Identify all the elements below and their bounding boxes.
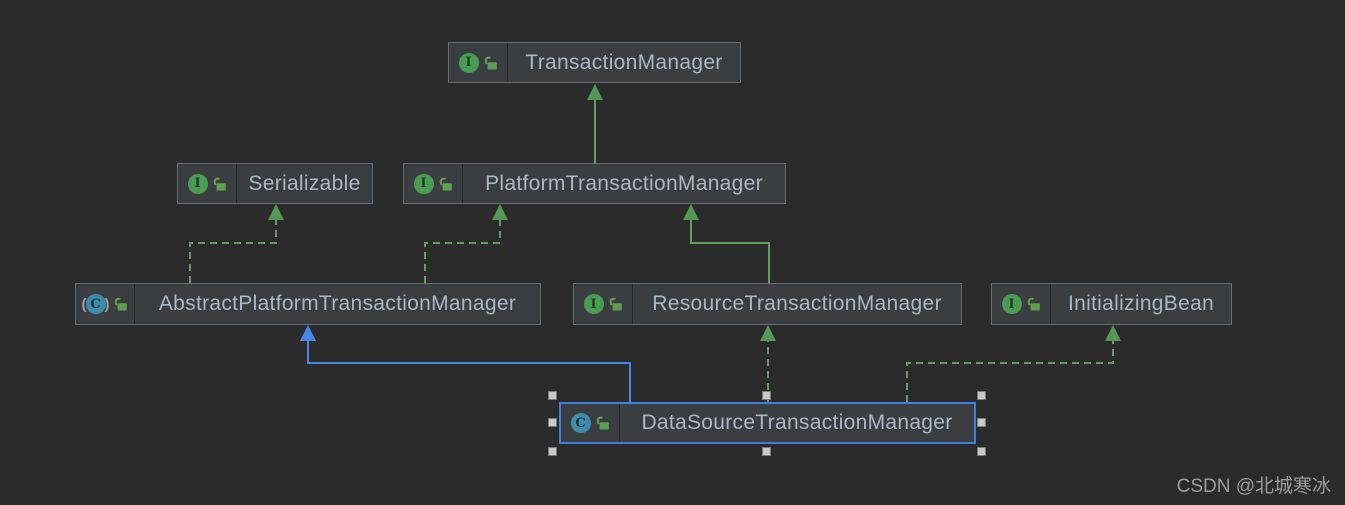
node-label: InitializingBean <box>1067 292 1215 315</box>
node-label: AbstractPlatformTransactionManager <box>158 292 517 315</box>
node-transaction-manager[interactable]: I TransactionManager <box>448 42 741 83</box>
edge-datasource-extends-abstract[interactable] <box>300 325 631 402</box>
interface-icon-letter: I <box>194 176 201 191</box>
node-label: Serializable <box>248 171 361 195</box>
interface-icon-letter: I <box>1008 296 1015 312</box>
unlocked-lock-icon <box>609 297 622 311</box>
abstract-paren-open: ( <box>81 295 87 313</box>
edge-datasource-implements-initializingbean[interactable] <box>906 325 1121 402</box>
icon-cell: (C) <box>76 284 135 324</box>
arrowhead-icon <box>1105 325 1121 341</box>
interface-icon: I <box>413 173 434 194</box>
edge-datasource-implements-resource[interactable] <box>760 325 776 402</box>
resize-handle-bottom-middle[interactable] <box>762 447 771 456</box>
abstract-paren-close: ) <box>104 295 110 313</box>
arrowhead-icon <box>268 204 284 220</box>
interface-icon: I <box>1001 294 1022 314</box>
arrowhead-icon <box>683 204 699 220</box>
edge-abstract-implements-platform[interactable] <box>424 204 508 283</box>
abstract-class-icon: (C) <box>81 294 110 314</box>
node-label: ResourceTransactionManager <box>652 292 942 315</box>
edge-abstract-implements-serializable[interactable] <box>189 204 284 283</box>
node-label: TransactionManager <box>525 50 723 74</box>
arrowhead-icon <box>760 325 776 341</box>
resize-handle-middle-left[interactable] <box>548 418 557 427</box>
name-cell: AbstractPlatformTransactionManager <box>135 284 540 324</box>
unlocked-lock-icon <box>596 416 609 430</box>
interface-icon-letter: I <box>590 296 597 312</box>
class-icon-letter: C <box>575 415 586 431</box>
edge-platform-extends-transactionmanager[interactable] <box>587 84 603 163</box>
interface-icon: I <box>583 294 604 314</box>
resize-handle-top-middle[interactable] <box>762 391 771 400</box>
icon-cell: I <box>178 164 237 203</box>
name-cell: PlatformTransactionManager <box>463 164 785 203</box>
node-initializing-bean[interactable]: I InitializingBean <box>991 283 1232 325</box>
icon-cell: I <box>404 164 463 203</box>
icon-cell: C <box>561 404 620 442</box>
node-serializable[interactable]: I Serializable <box>177 163 373 204</box>
class-icon: C <box>570 413 591 433</box>
icon-cell: I <box>449 43 508 82</box>
unlocked-lock-icon <box>1027 297 1040 311</box>
unlocked-lock-icon <box>114 297 127 311</box>
class-icon: C <box>85 294 106 314</box>
node-label: DataSourceTransactionManager <box>641 411 953 434</box>
icon-cell: I <box>574 284 633 324</box>
unlocked-lock-icon <box>439 177 452 190</box>
node-data-source-transaction-manager[interactable]: C DataSourceTransactionManager <box>559 402 976 444</box>
csdn-watermark: CSDN @北城寒冰 <box>1176 476 1331 497</box>
resize-handle-middle-right[interactable] <box>977 418 986 427</box>
name-cell: DataSourceTransactionManager <box>620 404 974 442</box>
name-cell: Serializable <box>237 164 372 203</box>
name-cell: ResourceTransactionManager <box>633 284 961 324</box>
resize-handle-bottom-right[interactable] <box>977 447 986 456</box>
interface-icon-letter: I <box>465 55 472 70</box>
node-abstract-platform-transaction-manager[interactable]: (C) AbstractPlatformTransactionManager <box>75 283 541 325</box>
arrowhead-icon <box>300 325 316 341</box>
interface-icon: I <box>187 173 208 194</box>
name-cell: InitializingBean <box>1051 284 1231 324</box>
interface-icon: I <box>458 52 479 73</box>
name-cell: TransactionManager <box>508 43 740 82</box>
arrowhead-icon <box>492 204 508 220</box>
interface-icon-letter: I <box>420 176 427 191</box>
unlocked-lock-icon <box>484 56 497 69</box>
arrowhead-icon <box>587 84 603 100</box>
resize-handle-top-right[interactable] <box>977 391 986 400</box>
edge-resource-extends-platform[interactable] <box>683 204 770 283</box>
node-resource-transaction-manager[interactable]: I ResourceTransactionManager <box>573 283 962 325</box>
resize-handle-top-left[interactable] <box>548 391 557 400</box>
unlocked-lock-icon <box>213 177 226 190</box>
icon-cell: I <box>992 284 1051 324</box>
node-label: PlatformTransactionManager <box>485 171 763 195</box>
class-icon-letter: C <box>90 296 101 312</box>
resize-handle-bottom-left[interactable] <box>548 447 557 456</box>
node-platform-transaction-manager[interactable]: I PlatformTransactionManager <box>403 163 786 204</box>
